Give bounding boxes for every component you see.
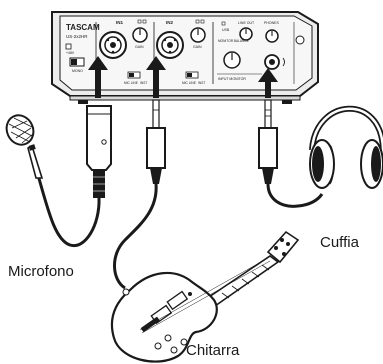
microphone-label: Microfono <box>8 263 74 280</box>
in1-inst-label: INST <box>140 81 147 85</box>
in1-mic-line-label: MIC LINE <box>124 81 138 85</box>
guitar-cable <box>114 184 156 288</box>
audio-interface: TASCAM US-2x2HR +48V MONO IN1 GAIN MIC L… <box>52 12 318 104</box>
brand-logo: TASCAM <box>66 23 100 32</box>
guitar-label: Chitarra <box>186 342 239 359</box>
in2-label: IN2 <box>166 20 174 25</box>
microphone-icon <box>2 111 42 178</box>
headphones-label: Cuffia <box>320 234 359 251</box>
mic-cable <box>38 175 99 246</box>
headphones-icon <box>310 109 383 188</box>
usb-label: USB <box>222 28 230 32</box>
phantom-label: +48V <box>66 51 75 55</box>
mono-label: MONO <box>72 69 83 73</box>
in2-gain-label: GAIN <box>193 45 202 49</box>
headphone-cable <box>268 184 322 206</box>
phones-label: PHONES <box>264 21 279 25</box>
in1-gain-label: GAIN <box>135 45 144 49</box>
xlr-connector <box>87 106 111 198</box>
headphone-jack-connector <box>259 100 277 184</box>
in2-mic-line-label: MIC LINE <box>182 81 196 85</box>
input-monitor-label: INPUT MONITOR <box>218 77 246 81</box>
line-out-label: LINE OUT <box>238 21 255 25</box>
in1-label: IN1 <box>116 20 124 25</box>
model-label: US-2x2HR <box>66 34 88 39</box>
in2-inst-label: INST <box>198 81 205 85</box>
monitor-balance-label: MONITOR BALANCE <box>218 39 249 43</box>
guitar-jack-connector <box>147 100 165 184</box>
